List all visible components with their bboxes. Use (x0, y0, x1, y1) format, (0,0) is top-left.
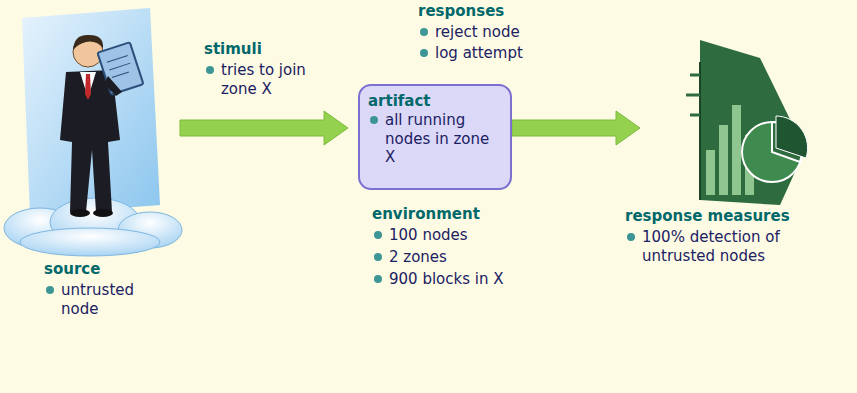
heading-group: stimuli (204, 40, 344, 59)
chart-illustration-part (719, 125, 728, 195)
person-illustration-part (97, 42, 143, 94)
bullet-text: tries to join zone X (221, 61, 306, 98)
pie (742, 116, 808, 182)
bullet-text: log attempt (435, 44, 523, 62)
bullet-dot (420, 28, 428, 36)
bullet-item: log attempt (418, 44, 588, 63)
person-illustration-part (97, 42, 143, 94)
bullet-group: reject node (418, 23, 588, 42)
bullet-text: untrusted node (61, 281, 134, 318)
text-holder: response measures (625, 207, 835, 226)
bullet-text: 2 zones (389, 248, 447, 266)
bullet-group: tries to join zone X (204, 61, 326, 99)
person-illustration (4, 8, 182, 256)
bullet-dot (370, 116, 378, 124)
chart-illustration (686, 40, 808, 205)
person-illustration-part (85, 74, 91, 100)
bullet-dot (46, 286, 54, 294)
person-illustration-part (20, 228, 160, 256)
bullet-dot (627, 233, 635, 241)
response-measure-figure: response measures100% detection of untru… (648, 35, 808, 203)
sky-panel (22, 8, 160, 215)
chart-illustration-part (699, 62, 701, 200)
bullet-item: 100% detection of untrusted nodes (625, 228, 797, 266)
bullet-text: all running nodes in zone X (385, 111, 489, 167)
section-heading: source (44, 260, 184, 279)
heading-group: responses (418, 2, 568, 21)
bullet-text: reject node (435, 23, 520, 41)
text-holder: untrusted node (44, 281, 144, 319)
bars (686, 62, 754, 200)
person-illustration-part (107, 55, 128, 62)
chart-illustration-part (690, 74, 700, 77)
text-holder: source (44, 260, 184, 279)
person-illustration-part (70, 209, 90, 217)
bullet-item: 2 zones (372, 248, 552, 267)
section-heading: stimuli (204, 40, 344, 59)
cloud (4, 198, 182, 256)
bullet-item: 100 nodes (372, 226, 552, 245)
bullet-item: untrusted node (44, 281, 144, 319)
bullet-dot (374, 275, 382, 283)
heading-group: environment (372, 205, 532, 224)
chart-illustration-part (732, 105, 741, 195)
bullet-dot (374, 253, 382, 261)
bullet-group: 2 zones (372, 248, 552, 267)
section-heading: environment (372, 205, 532, 224)
bullet-text: 100 nodes (389, 226, 468, 244)
bullet-item: tries to join zone X (204, 61, 326, 99)
bullet-group: 900 blocks in X (372, 270, 562, 289)
person-illustration-part (93, 209, 113, 217)
bullet-dot (374, 231, 382, 239)
chart-illustration-part (706, 150, 715, 195)
bullet-item: all running nodes in zone X (368, 111, 502, 167)
text-holder: 100% detection of untrusted nodes (625, 228, 797, 266)
flow-arrow (180, 111, 348, 145)
person-illustration-part (104, 76, 122, 96)
chart-illustration-part (690, 114, 700, 117)
bullet-group: log attempt (418, 44, 588, 63)
person-illustration-part (112, 72, 129, 78)
bullet-dot (420, 49, 428, 57)
section-heading: response measures (625, 207, 835, 226)
section-heading: responses (418, 2, 568, 21)
source-figure: sourceuntrusted node (10, 10, 180, 260)
chart-illustration-part (686, 94, 700, 97)
person-illustration-part (109, 63, 130, 70)
bullet-item: 900 blocks in X (372, 270, 562, 289)
businessman (60, 35, 143, 217)
bullet-item: reject node (418, 23, 588, 42)
bullet-dot (206, 66, 214, 74)
artifact-box: artifactall running nodes in zone X (358, 84, 512, 190)
section-heading: artifact (368, 92, 502, 111)
bullet-text: 100% detection of untrusted nodes (642, 228, 780, 265)
chart-illustration-part (776, 116, 808, 158)
bullet-text: 900 blocks in X (389, 270, 504, 288)
person-illustration-part (73, 35, 103, 50)
bullet-group: 100 nodes (372, 226, 552, 245)
flow-arrow (512, 111, 640, 145)
